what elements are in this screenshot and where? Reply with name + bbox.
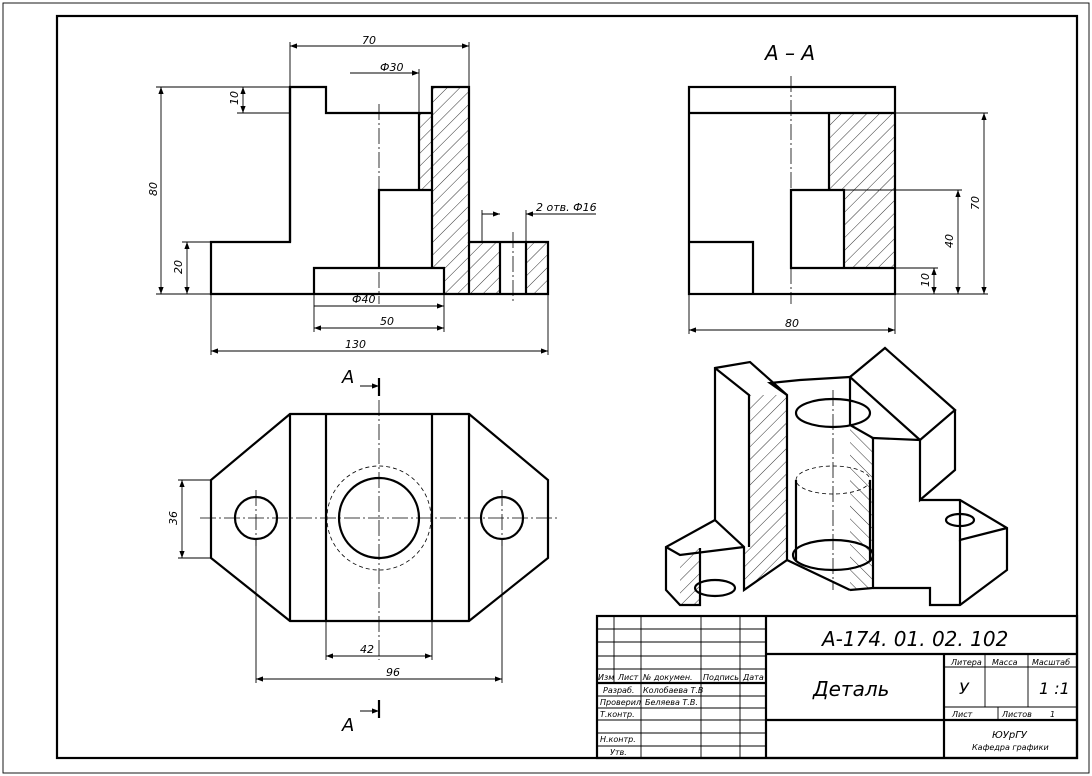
designation: А-174. 01. 02. 102	[820, 627, 1008, 651]
front-section-hatch	[419, 87, 548, 294]
razrab-label: Разраб.	[603, 686, 634, 695]
scale-value: 1 :1	[1039, 679, 1070, 698]
dim-80-section: 80	[785, 317, 799, 330]
cut-label-bottom: А	[341, 715, 354, 736]
prover-label: Проверил	[600, 698, 641, 707]
hdr-date: Дата	[742, 673, 764, 682]
org: ЮУрГУ	[992, 730, 1028, 741]
section-view: А – А 70 40 10 80	[687, 41, 988, 334]
title-block: А-174. 01. 02. 102 Деталь Изм Лист № док…	[595, 614, 1079, 760]
dim-70: 70	[362, 34, 376, 47]
dim-10-section: 10	[919, 273, 932, 287]
cut-label-top: А	[341, 367, 354, 388]
sheets-label: Листов	[1001, 710, 1032, 719]
dim-42: 42	[360, 643, 374, 656]
hdr-massa: Масса	[992, 658, 1018, 667]
hdr-izm: Изм	[598, 673, 614, 682]
dim-50: 50	[380, 315, 394, 328]
hdr-litera: Литера	[950, 658, 982, 667]
sheets-value: 1	[1050, 710, 1055, 719]
dim-phi30: Ф30	[380, 61, 403, 74]
part-name: Деталь	[812, 677, 889, 701]
litera-value: У	[959, 679, 970, 698]
dim-36: 36	[167, 511, 180, 525]
dim-40-section: 40	[943, 234, 956, 248]
section-title: А – А	[763, 41, 815, 65]
dim-130: 130	[345, 338, 366, 351]
tkontr-label: Т.контр.	[600, 710, 635, 719]
dept: Кафедра графики	[972, 743, 1049, 752]
sheet-label: Лист	[951, 710, 973, 719]
dim-holes: 2 отв. Ф16	[536, 201, 597, 214]
utv-label: Утв.	[610, 748, 627, 757]
dim-80: 80	[147, 182, 160, 196]
front-view: 70 Ф30 10 80 20 2 отв. Ф16 Ф40 50 130	[147, 34, 597, 355]
prover-name: Беляева Т.В.	[645, 698, 698, 707]
dim-phi40: Ф40	[352, 293, 375, 306]
hdr-sign: Подпись	[703, 673, 739, 682]
dim-10: 10	[228, 91, 241, 105]
dim-70-section: 70	[969, 196, 982, 210]
hdr-doc: № докумен.	[642, 673, 693, 682]
nkontr-label: Н.контр.	[600, 735, 636, 744]
hdr-masshtab: Масштаб	[1032, 658, 1070, 667]
dim-20: 20	[172, 260, 185, 274]
dim-96: 96	[386, 666, 400, 679]
sheet-frame	[55, 14, 1079, 760]
razrab-name: Колобаева Т.В	[643, 686, 703, 695]
top-view: А А 36 42 96	[167, 367, 560, 736]
isometric-view	[664, 346, 1009, 607]
hdr-list: Лист	[617, 673, 639, 682]
